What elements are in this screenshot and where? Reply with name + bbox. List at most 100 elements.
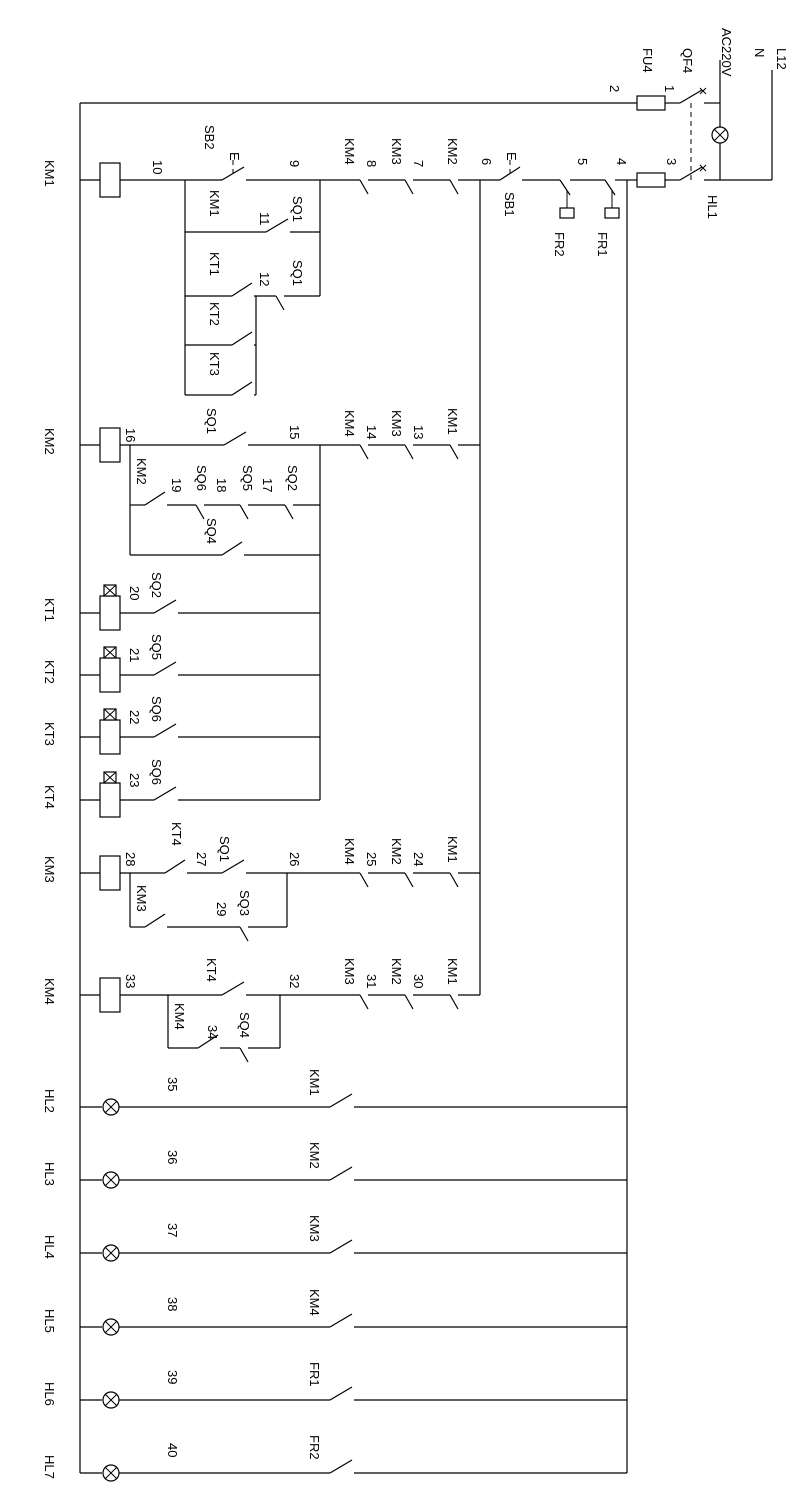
km1-coil-tag: KM1 <box>42 160 57 187</box>
sq1-d-label: SQ1 <box>217 836 232 862</box>
node-21: 21 <box>127 648 142 662</box>
sq6-b-label: SQ6 <box>149 696 164 722</box>
node-30: 30 <box>411 974 426 988</box>
lamp-contact-label: KM1 <box>307 1069 322 1096</box>
sq5-b-label: SQ5 <box>149 634 164 660</box>
km4-nc-b-label: KM4 <box>342 410 357 437</box>
node-27: 27 <box>194 852 209 866</box>
km2-nc-c-label: KM2 <box>389 838 404 865</box>
node-3: 3 <box>664 158 679 165</box>
kt2-coil-tag: KT2 <box>42 660 57 684</box>
lamp-tag: HL4 <box>42 1235 57 1259</box>
rung-km4 <box>80 977 480 1063</box>
sq2-b-label: SQ2 <box>149 572 164 598</box>
node-28: 28 <box>123 852 138 866</box>
node-6: 6 <box>479 158 494 165</box>
lamp-contact <box>329 1093 353 1108</box>
km4-hold-label: KM4 <box>172 1003 187 1030</box>
node-22: 22 <box>127 710 142 724</box>
km2-nc-d-label: KM2 <box>389 958 404 985</box>
rung-km1 <box>80 160 627 995</box>
qf4-label: QF4 <box>680 48 695 73</box>
supply-voltage-label: AC220V <box>719 28 734 77</box>
km2-nc-label: KM2 <box>445 138 460 165</box>
node-4: 4 <box>614 158 629 165</box>
sq2-a-label: SQ2 <box>285 465 300 491</box>
node-14: 14 <box>364 425 379 439</box>
rung-kt1 <box>80 584 320 631</box>
node-23: 23 <box>127 773 142 787</box>
node-25: 25 <box>364 852 379 866</box>
lamp-contact <box>329 1386 353 1401</box>
node-33: 33 <box>123 974 138 988</box>
sq4-a-label: SQ4 <box>204 518 219 544</box>
kt4-contact-b-label: KT4 <box>204 958 219 982</box>
km3-nc-d-label: KM3 <box>342 958 357 985</box>
node-31: 31 <box>364 974 379 988</box>
km1-nc-d-label: KM1 <box>445 958 460 985</box>
lamp-tag: HL7 <box>42 1455 57 1479</box>
sq6-a-label: SQ6 <box>194 465 209 491</box>
node-16: 16 <box>123 428 138 442</box>
supply-wiring <box>79 60 773 1473</box>
labels: L12 N AC220V QF4 FU4 1 2 HL1 3 4 5 6 FR1… <box>42 28 789 1039</box>
kt1-contact-label: KT1 <box>207 252 222 276</box>
lamp-tag: HL2 <box>42 1089 57 1113</box>
lamp-contact-label: KM2 <box>307 1142 322 1169</box>
km3-nc-b-label: KM3 <box>389 410 404 437</box>
kt4-contact-label: KT4 <box>169 822 184 846</box>
km1-nc-c-label: KM1 <box>445 836 460 863</box>
km3-hold-label: KM3 <box>134 885 149 912</box>
rung-kt2 <box>80 646 320 693</box>
sb1-label: SB1 <box>502 192 517 217</box>
km4-coil-tag: KM4 <box>42 978 57 1005</box>
node-18: 18 <box>214 478 229 492</box>
km1-nc-b-label: KM1 <box>445 408 460 435</box>
kt3-contact-label: KT3 <box>207 352 222 376</box>
fuse-fu4 <box>636 95 666 188</box>
node-10: 10 <box>150 160 165 174</box>
lamp-contact <box>329 1313 353 1328</box>
lamp-contact-label: KM4 <box>307 1289 322 1316</box>
node-20: 20 <box>127 586 142 600</box>
rung-km2 <box>80 427 480 800</box>
sq5-a-label: SQ5 <box>240 465 255 491</box>
node-5: 5 <box>575 158 590 165</box>
km3-coil-tag: KM3 <box>42 856 57 883</box>
lamp-contact-label: FR2 <box>307 1435 322 1460</box>
node-8: 8 <box>364 160 379 167</box>
node-19: 19 <box>169 478 184 492</box>
fr2-label: FR2 <box>552 232 567 257</box>
lamp-rung: HL7 40 FR2 <box>42 1435 627 1482</box>
node-12: 12 <box>257 272 272 286</box>
km2-coil-tag: KM2 <box>42 428 57 455</box>
sb2-label: SB2 <box>202 125 217 150</box>
kt2-contact-label: KT2 <box>207 302 222 326</box>
lamp-hl1 <box>711 126 729 144</box>
lamp-contact-label: FR1 <box>307 1362 322 1387</box>
lamp-tag: HL6 <box>42 1382 57 1406</box>
sq3-label: SQ3 <box>237 890 252 916</box>
lamp-node: 40 <box>165 1443 180 1457</box>
kt3-coil-tag: KT3 <box>42 722 57 746</box>
lamp-node: 36 <box>165 1150 180 1164</box>
km3-nc-label: KM3 <box>389 138 404 165</box>
fr1-label: FR1 <box>595 232 610 257</box>
sq1-b-label: SQ1 <box>290 260 305 286</box>
sb2-e-marker: E <box>227 152 242 161</box>
node-9: 9 <box>287 160 302 167</box>
fu4-label: FU4 <box>640 48 655 73</box>
lamp-contact <box>329 1239 353 1254</box>
node-15: 15 <box>287 425 302 439</box>
node-24: 24 <box>411 852 426 866</box>
node-11: 11 <box>257 212 272 226</box>
lamp-node: 38 <box>165 1297 180 1311</box>
node-17: 17 <box>260 478 275 492</box>
sq6-c-label: SQ6 <box>149 759 164 785</box>
km4-nc-label: KM4 <box>342 138 357 165</box>
